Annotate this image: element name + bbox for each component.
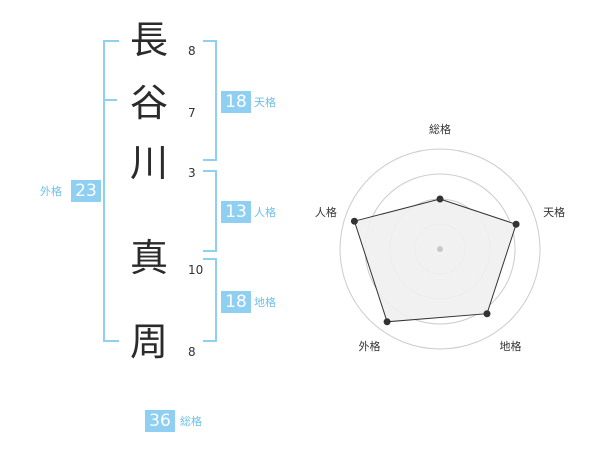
radar-point-2 <box>512 220 520 228</box>
tenkaku-badge: 18 <box>221 91 251 113</box>
name-char-4: 真 <box>129 236 168 280</box>
name-char-1: 長 <box>129 18 168 62</box>
radar-points <box>350 195 520 326</box>
jinkaku-badge: 13 <box>221 201 251 223</box>
gaikaku-bracket-tick <box>103 99 117 101</box>
radar-axis-label-5: 人格 <box>315 205 337 219</box>
jinkaku-bracket <box>203 170 217 252</box>
radar-axis-label-2: 天格 <box>543 205 565 219</box>
stroke-count-4: 10 <box>188 263 204 277</box>
radar-point-3 <box>483 310 491 318</box>
chikaku-label: 地格 <box>254 296 276 309</box>
chikaku-bracket <box>203 258 217 342</box>
stroke-count-2: 7 <box>188 106 196 120</box>
radar-point-4 <box>383 318 391 326</box>
name-char-5: 周 <box>129 320 168 364</box>
chikaku-badge: 18 <box>221 291 251 313</box>
gaikaku-label: 外格 <box>40 185 62 198</box>
radar-axis-label-1: 総格 <box>429 122 451 136</box>
soukaku-label: 総格 <box>180 415 202 428</box>
radar-axis-label-3: 地格 <box>500 339 522 353</box>
name-char-3: 川 <box>129 141 168 185</box>
stroke-count-5: 8 <box>188 345 196 359</box>
tenkaku-label: 天格 <box>254 96 276 109</box>
gaikaku-badge: 23 <box>71 180 101 202</box>
radar-point-1 <box>436 195 444 203</box>
jinkaku-label: 人格 <box>254 206 276 219</box>
name-char-2: 谷 <box>129 81 168 125</box>
stroke-count-1: 8 <box>188 44 196 58</box>
radar-axis-label-4: 外格 <box>359 339 381 353</box>
tenkaku-bracket <box>203 40 217 161</box>
soukaku-badge: 36 <box>145 410 175 432</box>
radar-point-5 <box>350 217 358 225</box>
radar-center-dot <box>437 246 443 252</box>
gaikaku-bracket <box>103 40 119 342</box>
stroke-count-3: 3 <box>188 166 196 180</box>
radar-polygon <box>353 198 517 323</box>
